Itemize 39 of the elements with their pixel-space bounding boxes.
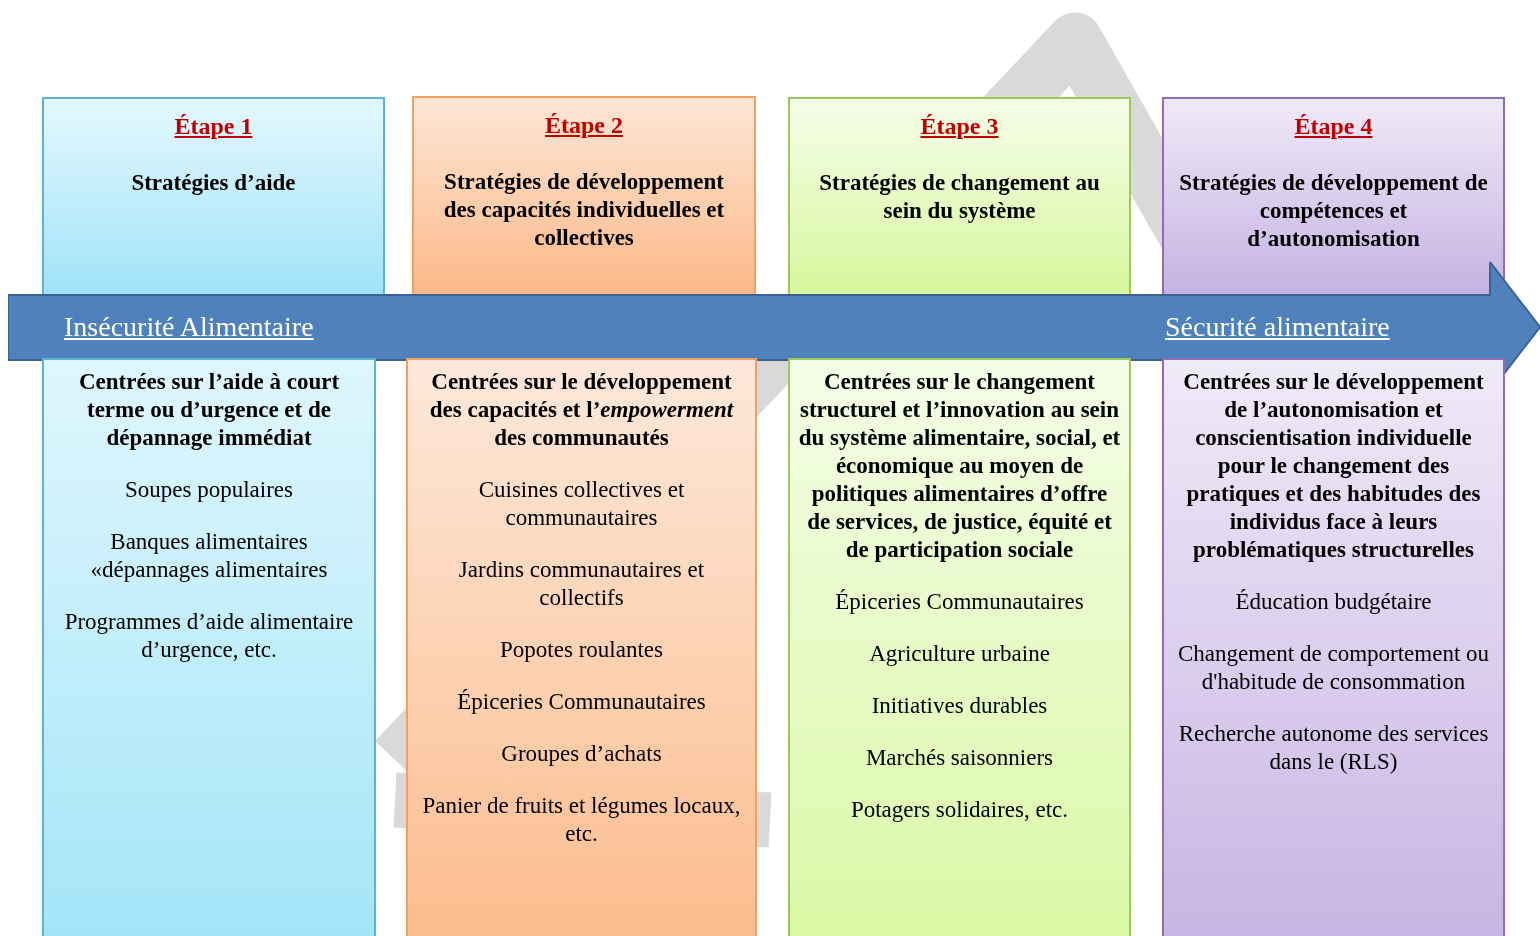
focus-description: Centrées sur le changement structurel et l’innovation au sein du système alimentaire, social, et économique au moyen de politiques alimentaires d’offre de services, de justice, équité et de participation sociale — [798, 368, 1121, 564]
focus-description: Centrées sur le développement des capacités et l’empowerment des communautés — [428, 368, 735, 452]
focus-description: Centrées sur l’aide à court terme ou d’urgence et de dépannage immédiat — [77, 368, 341, 452]
stage-title: Étape 1 — [174, 112, 253, 141]
stage-details-box — [1162, 358, 1505, 936]
focus-description: Centrées sur le développement de l’autonomisation et conscientisation individuelle pour le changement des pratiques et des habitudes des individus face à leurs problématiques structurelles — [1182, 368, 1485, 564]
stage-details-box — [42, 358, 376, 936]
example-item: Soupes populaires — [125, 476, 293, 504]
stage-heading-box — [1162, 97, 1505, 297]
example-item: Agriculture urbaine — [869, 640, 1050, 668]
example-item: Recherche autonome des services dans le (RLS) — [1177, 720, 1490, 776]
strategy-heading: Stratégies de développement des capacités individuelles et collectives — [442, 168, 726, 252]
stage-title: Étape 4 — [1294, 112, 1373, 141]
example-item: Épiceries Communautaires — [835, 588, 1084, 616]
strategy-heading: Stratégies d’aide — [131, 169, 296, 197]
example-item: Groupes d’achats — [501, 740, 662, 768]
arrow-end-label: Sécurité alimentaire — [1165, 310, 1390, 344]
example-item: Changement de comportement ou d'habitude de consommation — [1176, 640, 1491, 696]
stage-heading-box — [412, 96, 756, 297]
strategy-heading: Stratégies de développement de compétences et d’autonomisation — [1178, 169, 1489, 253]
example-item: Épiceries Communautaires — [457, 688, 706, 716]
strategy-heading: Stratégies de changement au sein du système — [818, 169, 1101, 225]
example-item: Panier de fruits et légumes locaux, etc. — [421, 792, 742, 848]
example-item: Popotes roulantes — [500, 636, 663, 664]
stage-heading-box — [42, 97, 385, 297]
arrow-start-label: Insécurité Alimentaire — [64, 310, 314, 344]
stage-title: Étape 2 — [545, 111, 623, 140]
stage-details-box — [788, 358, 1131, 936]
example-item: Potagers solidaires, etc. — [850, 796, 1069, 824]
stage-details-box — [406, 358, 757, 936]
stage-heading-box — [788, 97, 1131, 297]
example-item: Jardins communautaires et collectifs — [457, 556, 706, 612]
example-item: Banques alimentaires «dépannages alimentaires — [89, 528, 329, 584]
example-item: Éducation budgétaire — [1235, 588, 1432, 616]
example-item: Marchés saisonniers — [865, 744, 1054, 772]
example-item: Initiatives durables — [871, 692, 1048, 720]
stage-title: Étape 3 — [920, 112, 999, 141]
example-item: Programmes d’aide alimentaire d’urgence, etc. — [63, 608, 355, 664]
example-item: Cuisines collectives et communautaires — [477, 476, 686, 532]
